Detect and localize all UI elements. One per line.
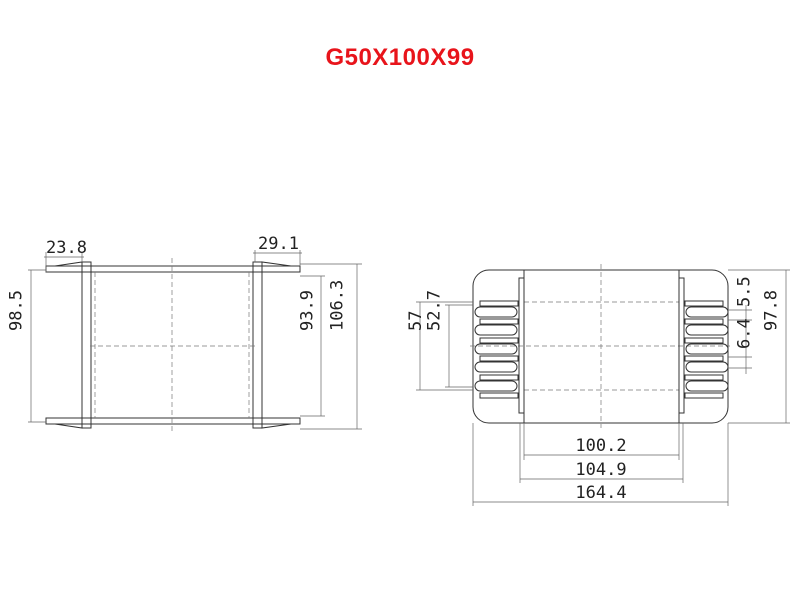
comb-slot bbox=[685, 380, 729, 392]
dim-pin-pitch-a: 5.5 bbox=[735, 276, 755, 307]
pin-fin bbox=[684, 337, 724, 344]
drawing-title: G50X100X99 bbox=[325, 44, 475, 71]
dim-mid-width: 104.9 bbox=[575, 460, 626, 480]
pin-fin bbox=[479, 300, 519, 307]
comb-slot bbox=[474, 361, 518, 373]
comb-slot bbox=[474, 380, 518, 392]
pin-fin bbox=[479, 318, 519, 325]
pin-fin bbox=[479, 392, 519, 399]
pin-fin bbox=[684, 374, 724, 381]
dim-flange-right: 29.1 bbox=[258, 234, 299, 254]
pin-fin bbox=[479, 374, 519, 381]
comb-slot bbox=[685, 343, 729, 355]
dim-pin-pitch-b: 6.4 bbox=[735, 318, 755, 349]
side-view: 23.8 29.1 98.5 93.9 106.3 bbox=[7, 234, 362, 434]
dim-inner-height: 93.9 bbox=[298, 290, 318, 331]
comb-slot bbox=[474, 306, 518, 318]
pin-fin bbox=[684, 318, 724, 325]
dim-window-inner: 52.7 bbox=[425, 290, 445, 331]
pin-fin bbox=[684, 355, 724, 362]
pin-fin bbox=[684, 300, 724, 307]
dim-height-left: 98.5 bbox=[7, 290, 27, 331]
dim-flange-left: 23.8 bbox=[46, 238, 87, 258]
pin-fin bbox=[684, 392, 724, 399]
dim-window-outer: 57 bbox=[406, 311, 426, 331]
comb-slot bbox=[474, 343, 518, 355]
dim-overall-width: 164.4 bbox=[575, 483, 626, 503]
comb-slot bbox=[474, 324, 518, 336]
front-view: 57 52.7 5.5 6.4 97.8 100.2 104.9 164.4 bbox=[406, 264, 790, 506]
comb-slot bbox=[685, 306, 729, 318]
pin-fin bbox=[479, 355, 519, 362]
dim-overall-height: 106.3 bbox=[327, 280, 347, 331]
dim-front-overall-height: 97.8 bbox=[762, 290, 782, 331]
comb-slot bbox=[685, 361, 729, 373]
pin-fin bbox=[479, 337, 519, 344]
comb-slot bbox=[685, 324, 729, 336]
dim-inner-width: 100.2 bbox=[575, 436, 626, 456]
